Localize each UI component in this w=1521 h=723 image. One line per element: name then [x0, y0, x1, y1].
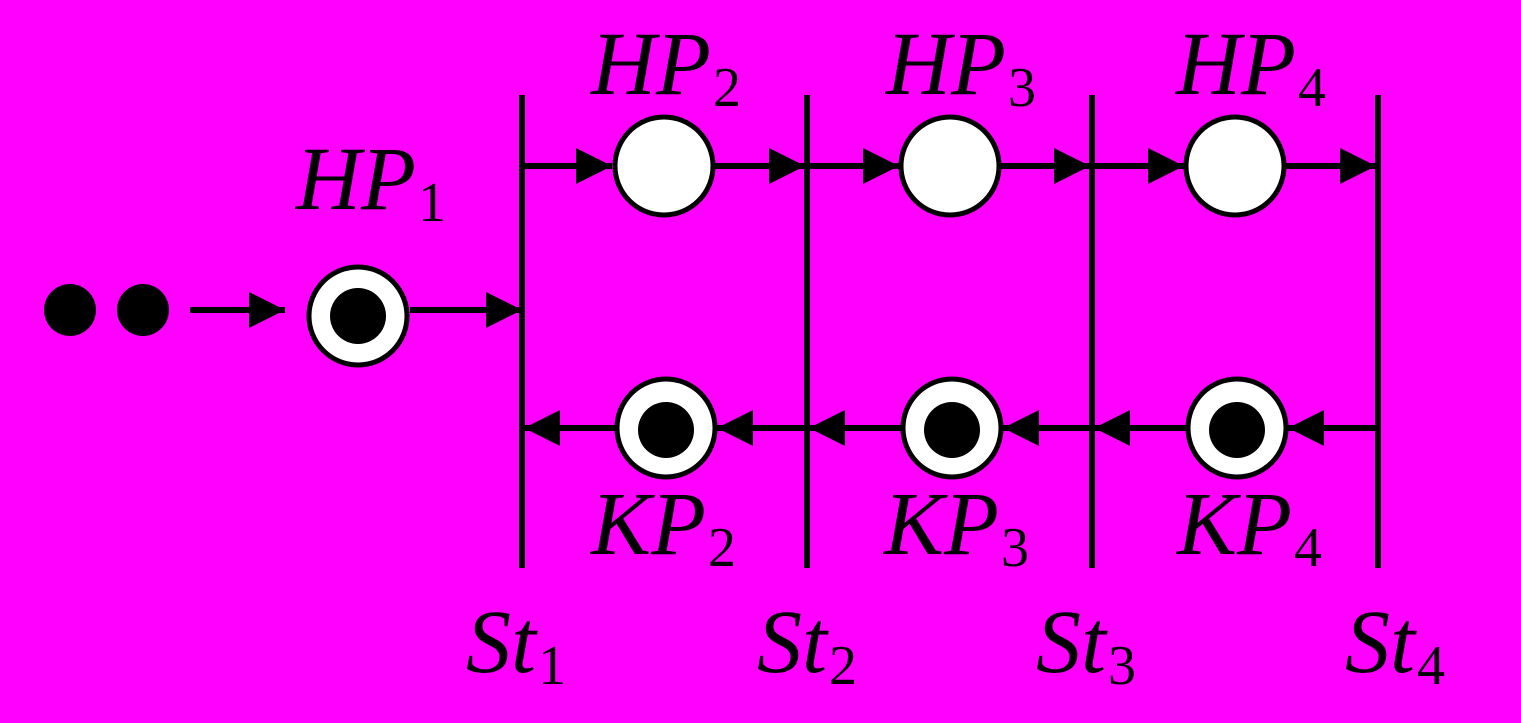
ellipsis-dot-1: [44, 284, 96, 336]
token-kp4: [1209, 402, 1265, 458]
label-hp3: HP3: [886, 15, 1036, 120]
ellipsis-dot-2: [117, 284, 169, 336]
label-hp4: HP4: [1176, 15, 1326, 120]
place-hp2: [612, 114, 716, 218]
label-kp2: KP2: [591, 475, 737, 580]
label-st2: St2: [757, 593, 858, 698]
label-hp2: HP2: [591, 15, 741, 120]
place-hp4: [1183, 114, 1287, 218]
label-st1: St1: [466, 593, 567, 698]
token-kp3: [924, 402, 980, 458]
label-kp4: KP4: [1177, 475, 1323, 580]
label-st4: St4: [1345, 593, 1446, 698]
label-st3: St3: [1036, 593, 1137, 698]
label-kp3: KP3: [884, 475, 1030, 580]
label-hp1: HP1: [296, 130, 446, 235]
token-kp2: [638, 402, 694, 458]
token-hp1: [330, 288, 386, 344]
place-hp3: [898, 114, 1002, 218]
